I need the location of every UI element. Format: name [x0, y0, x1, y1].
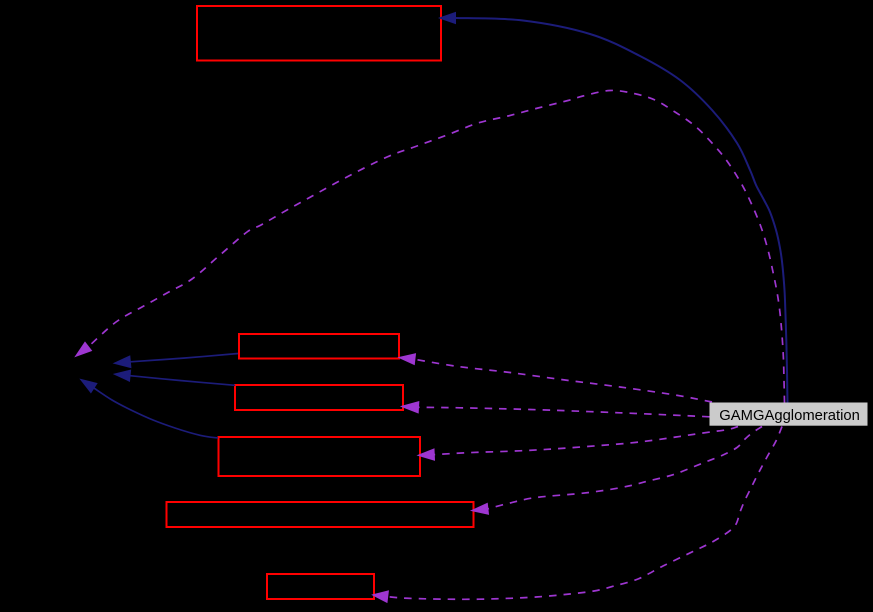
svg-text:GAMGAgglomeration: GAMGAgglomeration — [719, 408, 860, 424]
